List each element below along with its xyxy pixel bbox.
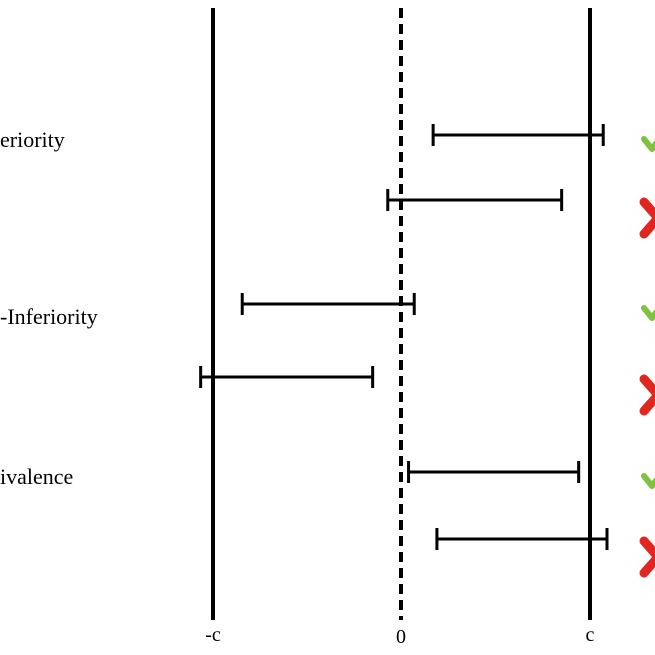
equivalence-label: ivalence: [0, 464, 73, 489]
cross-icon: [639, 374, 655, 416]
check-icon: [641, 473, 655, 489]
superiority-label: eriority: [0, 127, 65, 152]
check-icon: [641, 305, 655, 321]
zero-tick-label: 0: [396, 626, 406, 648]
cross-icon: [639, 536, 655, 578]
interval-superiority-a: [431, 124, 605, 146]
interval-equivalence-b: [435, 528, 609, 550]
interval-equivalence-a: [407, 461, 581, 483]
cross-stroke: [639, 553, 655, 578]
cross-stroke: [639, 536, 655, 561]
result-markers: [639, 136, 655, 578]
confidence-intervals: [199, 124, 609, 550]
non-inferiority-label: -Inferiority: [0, 304, 98, 329]
cross-stroke: [639, 214, 655, 239]
interval-non_inferiority-a: [240, 293, 416, 315]
cross-stroke: [639, 391, 655, 416]
cross-stroke: [639, 197, 655, 222]
interval-non_inferiority-b: [199, 366, 375, 388]
neg-c-tick-label: -c: [205, 624, 221, 646]
check-icon: [641, 136, 655, 152]
pos-c-tick-label: c: [586, 624, 595, 646]
cross-stroke: [639, 374, 655, 399]
cross-icon: [639, 197, 655, 239]
interval-superiority-b: [386, 189, 564, 211]
